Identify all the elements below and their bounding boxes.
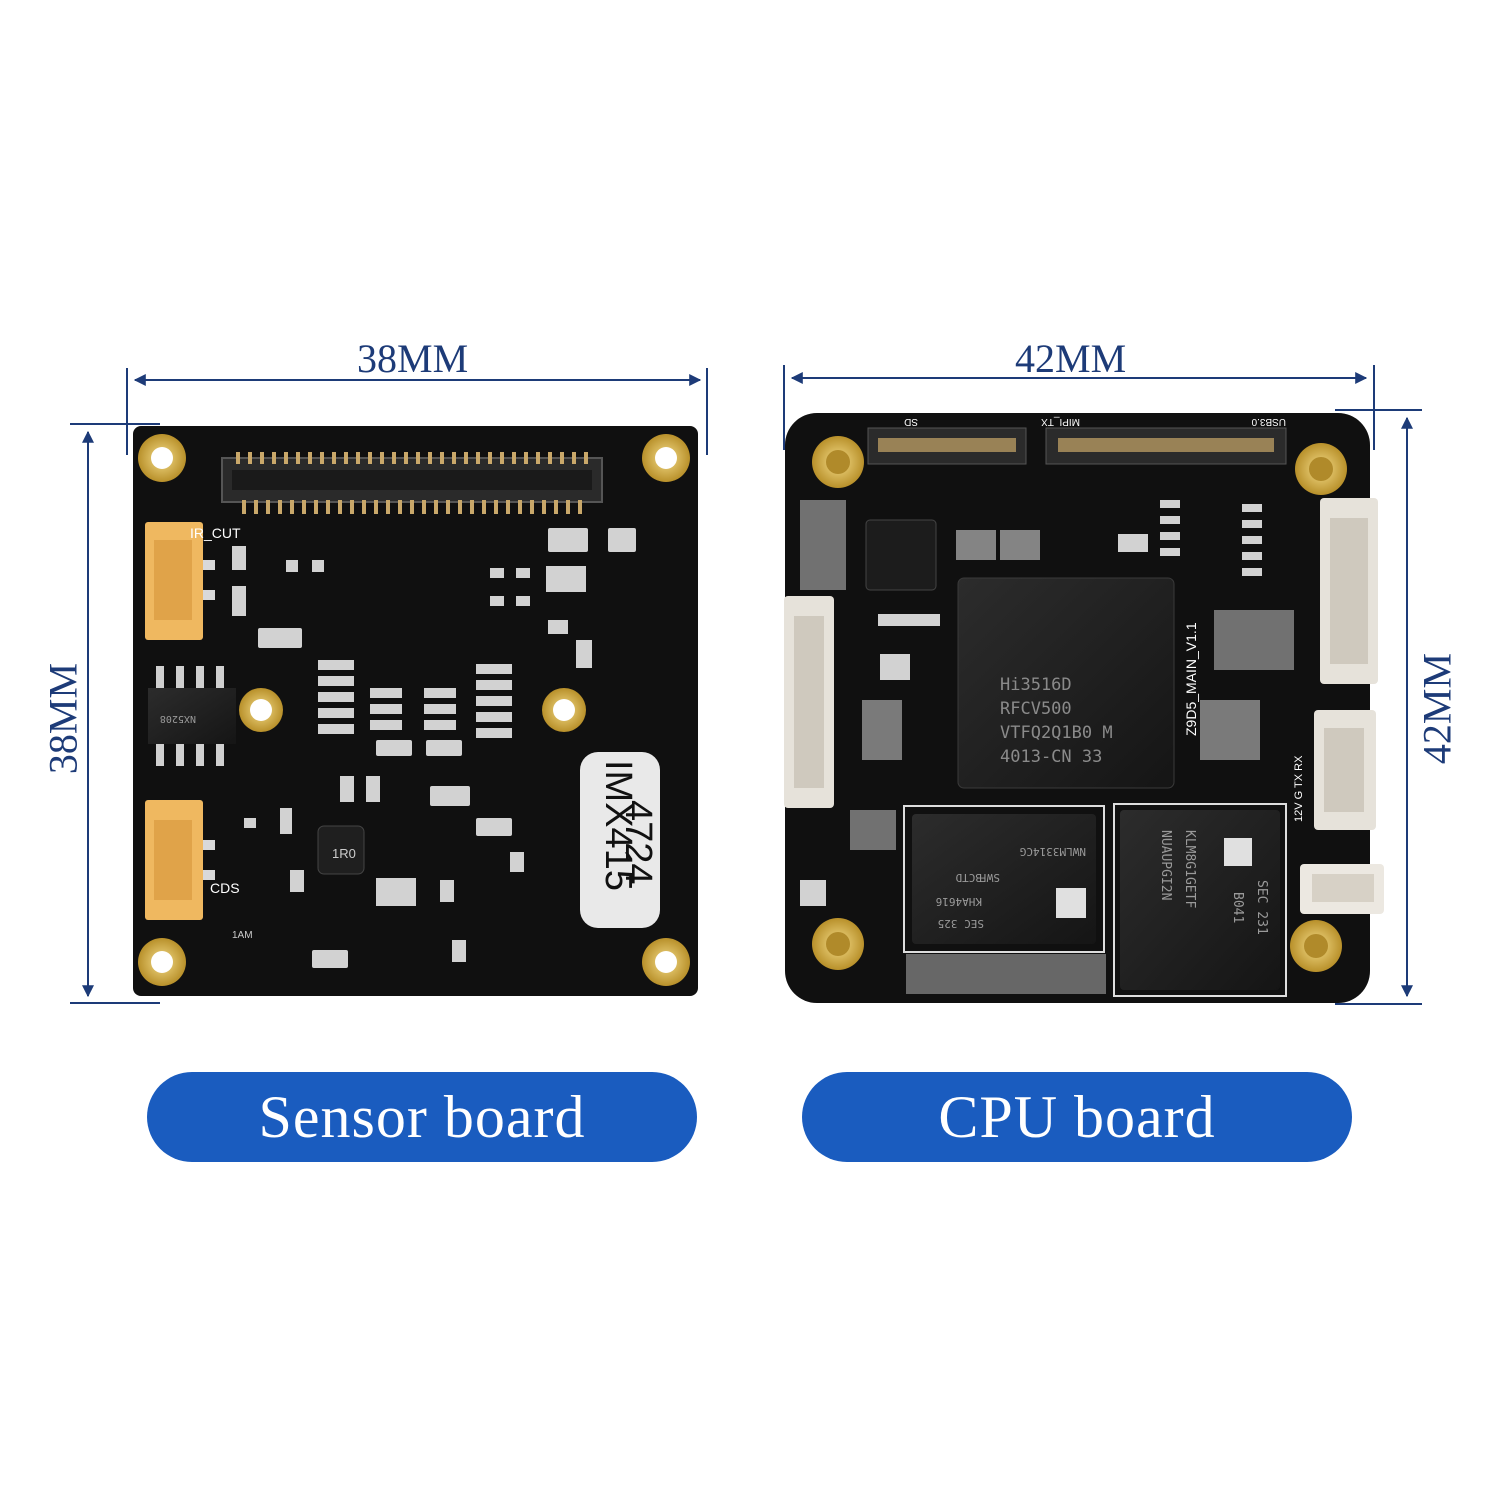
ram-line2: BCTD	[956, 871, 983, 884]
cpu-ram-chip	[912, 814, 1096, 944]
ir-cut-label: IR_CUT	[190, 525, 241, 541]
uart-label: 12V G TX RX	[1293, 755, 1305, 822]
sensor-board-label-text: Sensor board	[258, 1083, 586, 1150]
ram-line4: SWF	[980, 871, 1000, 884]
sensor-width-label: 38MM	[357, 336, 469, 381]
ram-line5: SEC 325	[938, 917, 984, 930]
ram-line3: KHA4616	[936, 895, 982, 908]
ram-qr-code	[1056, 888, 1086, 918]
ram-line1: NWLM3314CG	[1020, 845, 1086, 858]
sensor-inductor	[317, 825, 365, 875]
mipi-label: MIPI_TX	[1041, 416, 1080, 427]
board-name: Z9D5_MAIN_V1.1	[1183, 622, 1199, 736]
cpu-right-connectors	[1300, 498, 1384, 914]
sensor-soic-chip	[148, 666, 236, 766]
emmc-line2: NUAUPGI2N	[1158, 830, 1173, 900]
cpu-mounting-holes	[812, 436, 1347, 972]
small-label: 1AM	[232, 930, 253, 941]
sensor-sticker	[580, 752, 660, 928]
cpu-top-connectors	[867, 427, 1287, 465]
ir-cut-connector	[145, 522, 215, 640]
cpu-emmc-outline	[1113, 803, 1287, 997]
sensor-board	[133, 426, 698, 996]
cpu-soc-chip	[957, 577, 1175, 789]
emmc-line1: KLM8G1GETF	[1182, 830, 1197, 908]
inductor-label: 1R0	[332, 846, 356, 861]
sensor-smd-components	[232, 528, 636, 968]
usb-label: USB3.0	[1251, 416, 1286, 427]
cpu-board-label-text: CPU board	[938, 1083, 1216, 1150]
ic-mark: NX5208	[160, 713, 196, 724]
cpu-board	[784, 413, 1384, 1003]
cpu-board-label: CPU board	[802, 1072, 1352, 1162]
cpu-left-connector	[784, 596, 834, 808]
sticker-line2: 4724	[617, 800, 659, 885]
soc-line1: Hi3516D	[1000, 675, 1072, 695]
cpu-qfn-chip	[865, 519, 937, 591]
cpu-smd-components	[800, 500, 1294, 994]
emmc-line4: B041	[1230, 892, 1245, 923]
sensor-mounting-holes	[138, 434, 690, 986]
cpu-dimension-lines	[783, 365, 1422, 1005]
sensor-fpc-connector	[221, 452, 603, 514]
emmc-line3: SEC 231	[1254, 880, 1269, 935]
sensor-board-label: Sensor board	[147, 1072, 697, 1162]
emmc-qr-code	[1224, 838, 1252, 866]
cpu-ram-outline	[903, 805, 1105, 953]
soc-line4: 4013-CN 33	[1000, 747, 1102, 767]
soc-line2: RFCV500	[1000, 699, 1072, 719]
sticker-line1: IMX415	[597, 760, 639, 891]
soc-line3: VTFQ2Q1B0 M	[1000, 723, 1113, 743]
sensor-dimension-lines	[70, 368, 708, 1004]
cds-label: CDS	[210, 880, 240, 896]
cds-connector	[145, 800, 215, 920]
sd-label: SD	[904, 416, 918, 427]
